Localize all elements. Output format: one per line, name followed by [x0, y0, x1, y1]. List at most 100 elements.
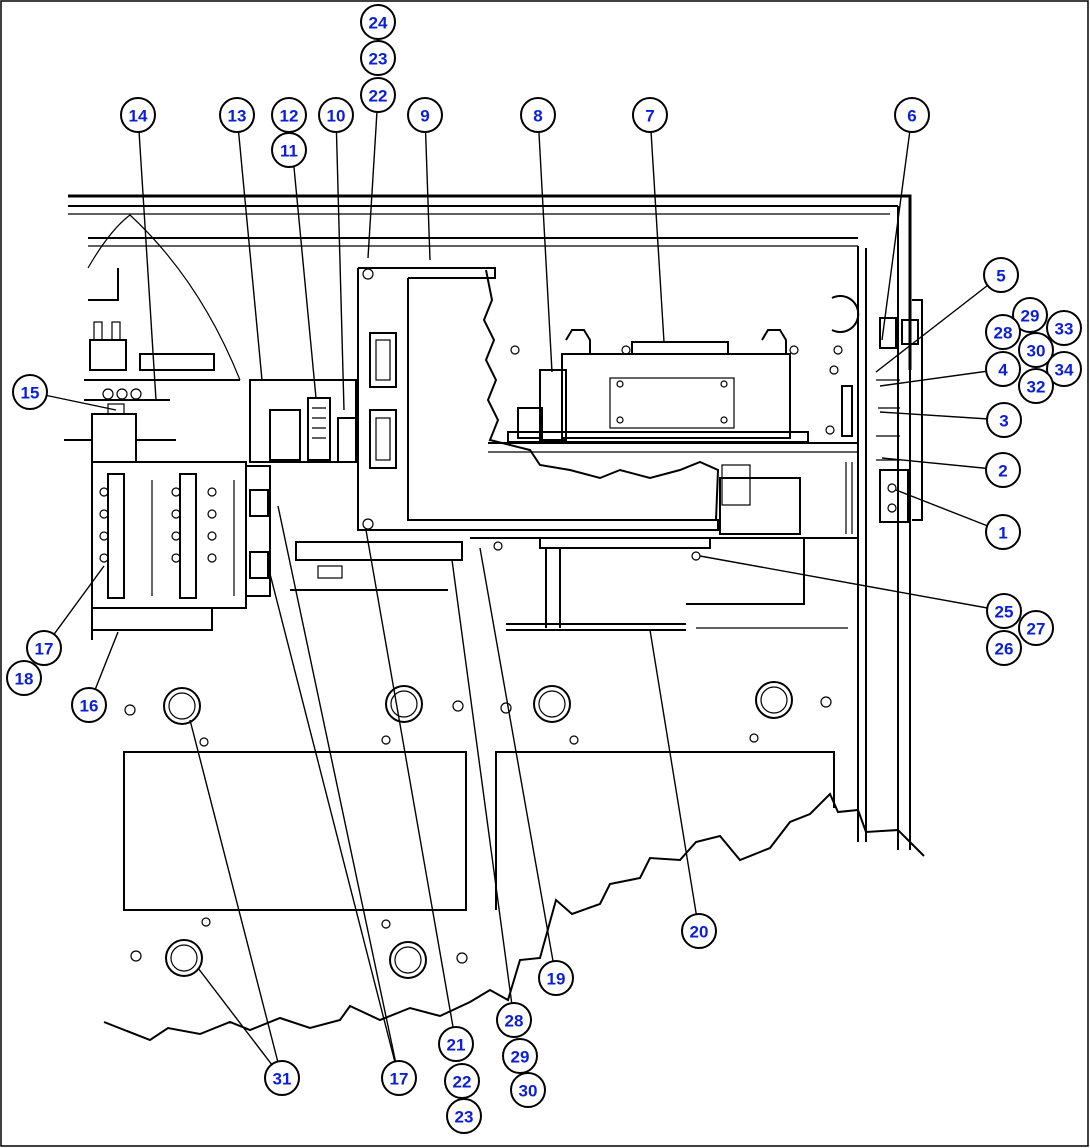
- callout-c3: 3: [986, 402, 1022, 438]
- callout-label: 23: [369, 50, 388, 69]
- callout-label: 14: [129, 107, 148, 126]
- callout-circle: [271, 132, 307, 168]
- callout-circle: [318, 97, 354, 133]
- callout-c18: 18: [6, 660, 42, 696]
- callout-circle: [986, 593, 1022, 629]
- callout-c22b: 22: [444, 1063, 480, 1099]
- callout-label: 10: [327, 107, 346, 126]
- callout-label: 3: [999, 412, 1008, 431]
- callout-c23b: 23: [446, 1098, 482, 1134]
- callout-circle: [360, 40, 396, 76]
- callout-label: 32: [1027, 378, 1046, 397]
- callout-c14: 14: [120, 97, 156, 133]
- callout-label: 30: [1027, 342, 1046, 361]
- callout-circle: [1046, 351, 1082, 387]
- callout-label: 30: [519, 1082, 538, 1101]
- control-module: [507, 295, 860, 443]
- callout-c21: 21: [438, 1026, 474, 1062]
- callout-circle: [407, 97, 443, 133]
- callout-c16: 16: [71, 687, 107, 723]
- mounting-plate: [357, 267, 720, 531]
- callout-label: 15: [21, 384, 40, 403]
- callout-label: 29: [511, 1048, 530, 1067]
- callout-label: 24: [369, 14, 388, 33]
- callout-circle: [26, 630, 62, 666]
- callout-c30b: 30: [510, 1072, 546, 1108]
- callout-circle: [71, 687, 107, 723]
- callout-c22a: 22: [360, 77, 396, 113]
- callout-circle: [446, 1098, 482, 1134]
- callout-label: 22: [453, 1073, 472, 1092]
- callout-c12: 12: [271, 97, 307, 133]
- callout-circle: [985, 514, 1021, 550]
- callout-label: 28: [505, 1012, 524, 1031]
- callout-c10: 10: [318, 97, 354, 133]
- callout-c13: 13: [219, 97, 255, 133]
- callout-c7: 7: [632, 97, 668, 133]
- callout-label: 9: [420, 107, 429, 126]
- callout-circle: [219, 97, 255, 133]
- callout-circle: [986, 630, 1022, 666]
- callout-label: 5: [996, 267, 1005, 286]
- callout-label: 17: [35, 640, 54, 659]
- lower-panels: [91, 541, 925, 1042]
- callout-circle: [985, 351, 1021, 387]
- callout-c2: 2: [985, 452, 1021, 488]
- callout-label: 16: [80, 697, 99, 716]
- callout-circle: [1046, 310, 1082, 346]
- callout-label: 2: [998, 462, 1007, 481]
- callout-c25: 25: [986, 593, 1022, 629]
- callout-label: 23: [455, 1108, 474, 1127]
- callout-circle: [1018, 610, 1054, 646]
- lower-bracket: [493, 462, 853, 631]
- callout-circle: [986, 402, 1022, 438]
- callout-label: 7: [645, 107, 654, 126]
- callout-circle: [985, 314, 1021, 350]
- callout-label: 1: [998, 524, 1007, 543]
- callout-circle: [681, 913, 717, 949]
- callout-c27: 27: [1018, 610, 1054, 646]
- callout-circle: [510, 1072, 546, 1108]
- callout-c1: 1: [985, 514, 1021, 550]
- callout-label: 18: [15, 670, 34, 689]
- callout-circle: [894, 97, 930, 133]
- callout-label: 12: [280, 107, 299, 126]
- callout-c31: 31: [264, 1060, 300, 1096]
- callout-c6: 6: [894, 97, 930, 133]
- callout-label: 20: [690, 923, 709, 942]
- callout-circle: [1012, 297, 1048, 333]
- callout-label: 6: [907, 107, 916, 126]
- callout-circle: [538, 960, 574, 996]
- callout-c15: 15: [12, 374, 48, 410]
- right-side-hardware: [841, 317, 919, 523]
- callout-label: 29: [1021, 307, 1040, 326]
- callout-circle: [360, 4, 396, 40]
- callout-c28a: 28: [985, 314, 1021, 350]
- callout-c4: 4: [985, 351, 1021, 387]
- callout-circle: [502, 1038, 538, 1074]
- callout-c29b: 29: [502, 1038, 538, 1074]
- callout-circle: [1018, 368, 1054, 404]
- callout-circle: [1018, 332, 1054, 368]
- callout-label: 22: [369, 87, 388, 106]
- callout-c19: 19: [538, 960, 574, 996]
- callout-c17a: 17: [26, 630, 62, 666]
- callout-label: 11: [280, 142, 298, 161]
- callout-circle: [983, 257, 1019, 293]
- terminal-block-assembly: [64, 321, 357, 631]
- callout-c33: 33: [1046, 310, 1082, 346]
- callout-circle: [632, 97, 668, 133]
- callout-circle: [6, 660, 42, 696]
- callout-label: 19: [547, 970, 566, 989]
- callout-circle: [438, 1026, 474, 1062]
- callout-label: 25: [995, 603, 1014, 622]
- callout-c28b: 28: [496, 1002, 532, 1038]
- callout-c8: 8: [520, 97, 556, 133]
- callout-c20: 20: [681, 913, 717, 949]
- callout-c23a: 23: [360, 40, 396, 76]
- callout-c9: 9: [407, 97, 443, 133]
